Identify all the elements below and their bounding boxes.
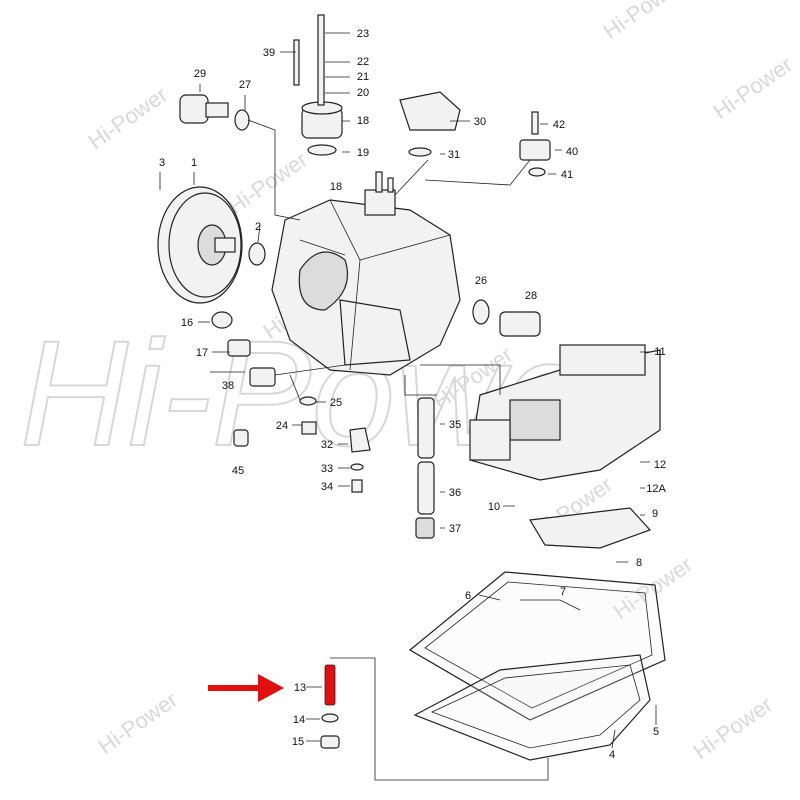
callout-32: 32 xyxy=(321,439,333,451)
oil-pan-gasket xyxy=(408,571,666,721)
callout-13: 13 xyxy=(294,682,306,694)
callout-18-upper: 18 xyxy=(357,115,369,127)
callout-30: 30 xyxy=(474,116,486,128)
callout-15: 15 xyxy=(292,736,304,748)
callout-22: 22 xyxy=(357,56,369,68)
callout-21: 21 xyxy=(357,71,369,83)
callout-labels: 1 2 3 4 5 6 7 8 9 10 11 12 12A 13 14 15 … xyxy=(159,28,667,761)
callout-17: 17 xyxy=(196,347,208,359)
callout-18-lower: 18 xyxy=(330,181,342,193)
callout-ticks xyxy=(159,32,657,749)
spring-set xyxy=(415,397,435,539)
callout-45: 45 xyxy=(232,465,244,477)
valve-body xyxy=(469,344,661,481)
watermark-text: Hi-Power xyxy=(94,687,182,759)
callout-12: 12 xyxy=(654,459,666,471)
callout-10: 10 xyxy=(488,501,500,513)
callout-28: 28 xyxy=(525,290,537,302)
watermark-text: Hi-Power xyxy=(689,692,777,764)
callout-29: 29 xyxy=(194,68,206,80)
leader-lines xyxy=(198,119,549,781)
callout-12a: 12A xyxy=(646,483,666,495)
speed-sensor xyxy=(519,111,551,177)
drive-flange-right xyxy=(472,299,541,337)
callout-8: 8 xyxy=(636,557,642,569)
callout-14: 14 xyxy=(293,714,305,726)
callout-36: 36 xyxy=(449,487,461,499)
callout-33: 33 xyxy=(321,463,333,475)
watermark-text: Hi-Power xyxy=(599,0,687,44)
callout-25: 25 xyxy=(330,397,342,409)
callout-4: 4 xyxy=(609,749,615,761)
highlight-arrow-icon xyxy=(208,674,284,702)
transmission-housing xyxy=(271,171,461,376)
callout-34: 34 xyxy=(321,481,333,493)
callout-38: 38 xyxy=(222,380,234,392)
torque-converter xyxy=(157,186,243,304)
callout-26: 26 xyxy=(475,275,487,287)
callout-41: 41 xyxy=(561,169,573,181)
drain-plug-assembly xyxy=(320,664,340,749)
oil-filter xyxy=(529,507,652,549)
callout-37: 37 xyxy=(449,523,461,535)
callout-31: 31 xyxy=(448,149,460,161)
callout-16: 16 xyxy=(181,317,193,329)
callout-27: 27 xyxy=(239,79,251,91)
drain-bolt-highlight xyxy=(324,664,336,706)
watermark-text: Hi-Power xyxy=(224,147,312,219)
callout-23: 23 xyxy=(357,28,369,40)
oil-pan xyxy=(413,654,651,761)
callout-2: 2 xyxy=(255,221,261,233)
callout-7: 7 xyxy=(560,586,566,598)
callout-19: 19 xyxy=(357,147,369,159)
callout-6: 6 xyxy=(465,590,471,602)
callout-3: 3 xyxy=(159,157,165,169)
callout-24: 24 xyxy=(276,420,288,432)
small-fittings-center xyxy=(299,396,371,493)
callout-11: 11 xyxy=(654,346,665,358)
callout-20: 20 xyxy=(357,87,369,99)
callout-39: 39 xyxy=(263,47,275,59)
callout-5: 5 xyxy=(653,726,659,738)
accumulator-piston xyxy=(293,14,343,156)
transmission-sensor xyxy=(399,91,461,157)
callout-35: 35 xyxy=(449,419,461,431)
callout-40: 40 xyxy=(566,146,578,158)
drive-flange-left xyxy=(179,94,250,131)
watermark-text: Hi-Power xyxy=(709,52,797,124)
callout-1: 1 xyxy=(191,157,197,169)
watermark-text: Hi-Power xyxy=(84,82,172,154)
callout-9: 9 xyxy=(652,508,658,520)
small-fittings-left xyxy=(211,242,276,447)
callout-42: 42 xyxy=(553,119,565,131)
